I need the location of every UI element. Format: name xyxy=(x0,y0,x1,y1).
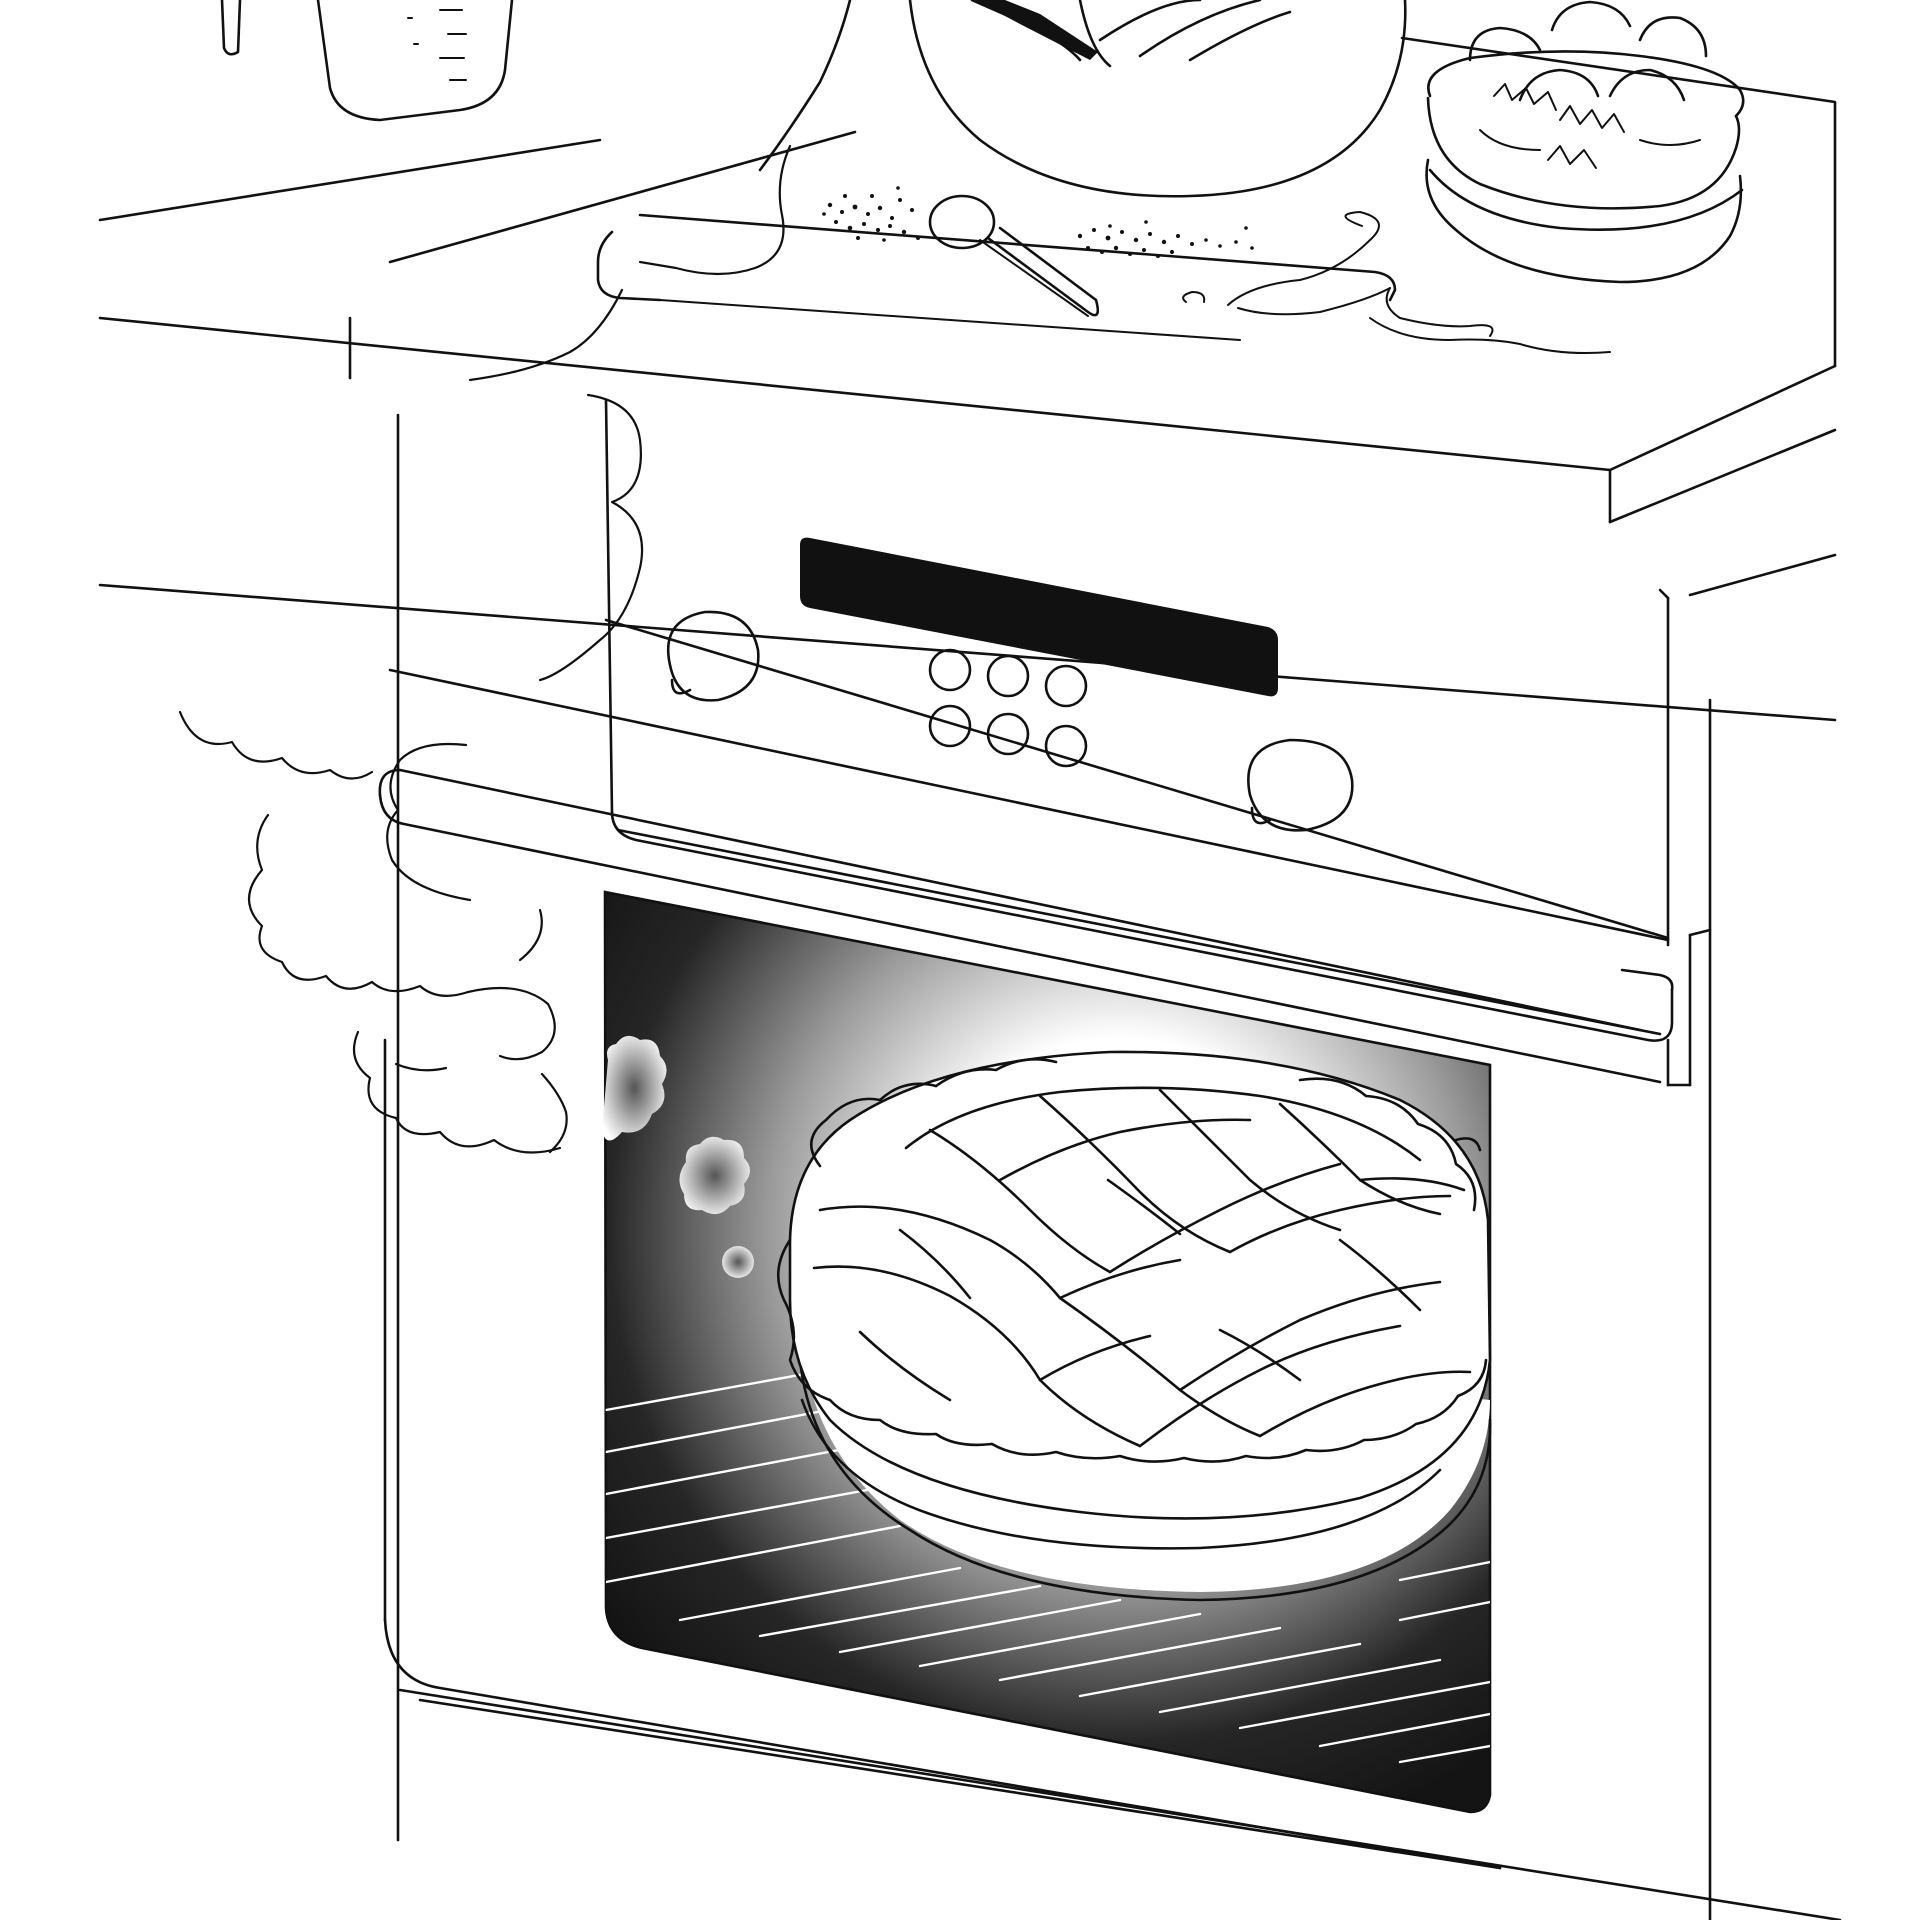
egg-bowl-icon xyxy=(1425,0,1745,284)
button-icon xyxy=(928,704,972,748)
right-knob-icon xyxy=(1247,738,1354,832)
display-panel xyxy=(800,537,1278,697)
liquid-spill xyxy=(1182,211,1611,354)
steam-cloud-icon xyxy=(178,710,568,1154)
smoke-puff-icon xyxy=(602,1035,754,1278)
oven xyxy=(388,398,1842,1920)
left-knob-icon xyxy=(666,610,760,702)
measuring-spoon-icon xyxy=(928,194,1100,317)
lattice-pie-icon xyxy=(776,1050,1492,1602)
button-icon xyxy=(986,654,1030,698)
button-icon xyxy=(986,712,1030,756)
measuring-jug-icon xyxy=(220,0,514,122)
button-icon xyxy=(928,648,972,692)
steam-icon xyxy=(386,144,792,902)
button-grid xyxy=(928,648,1088,768)
oven-door xyxy=(378,768,1662,1870)
button-icon xyxy=(1044,724,1088,768)
button-icon xyxy=(1044,664,1088,708)
cutting-board xyxy=(596,213,1397,341)
countertop xyxy=(98,36,1837,947)
oven-control-panel xyxy=(666,537,1354,832)
mixing-bowl-icon xyxy=(758,0,1407,198)
flour-sprinkles xyxy=(822,186,1254,258)
